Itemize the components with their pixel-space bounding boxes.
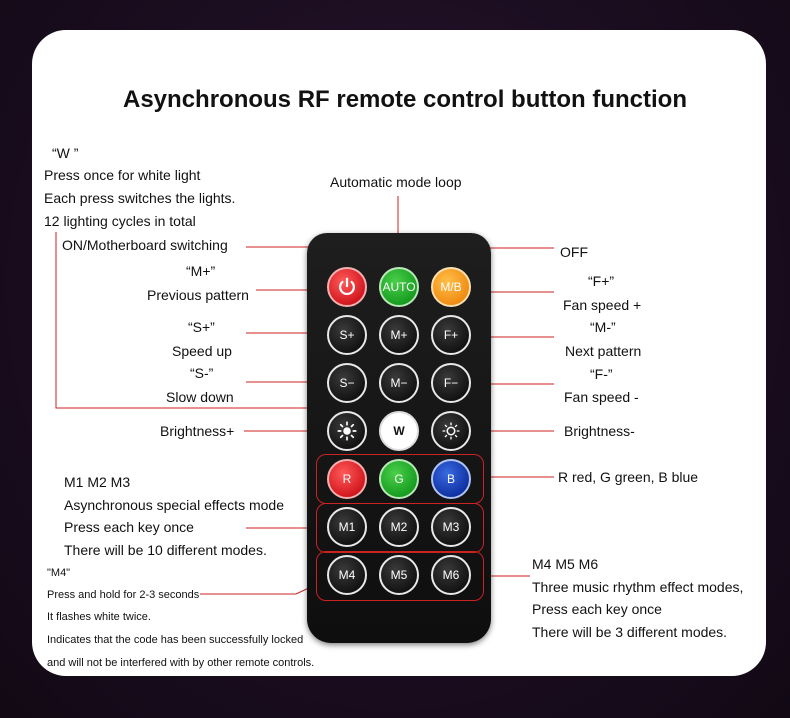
m1-button[interactable]: M1: [327, 507, 367, 547]
label-brightness-minus: Brightness-: [564, 423, 635, 439]
label-m456-title: M4 M5 M6: [532, 556, 599, 572]
label-w-title: “W ”: [52, 145, 79, 161]
m2-button[interactable]: M2: [379, 507, 419, 547]
f-minus-button[interactable]: F−: [431, 363, 471, 403]
r-button[interactable]: R: [327, 459, 367, 499]
label-m-plus-title: “M+”: [186, 263, 216, 279]
label-m123-line1: Asynchronous special effects mode: [64, 497, 284, 513]
page-title: Asynchronous RF remote control button fu…: [123, 86, 687, 113]
label-rgb: R red, G green, B blue: [558, 469, 699, 485]
m3-button[interactable]: M3: [431, 507, 471, 547]
label-m123-title: M1 M2 M3: [64, 474, 131, 490]
label-m456-line1: Three music rhythm effect modes,: [532, 579, 744, 595]
g-button[interactable]: G: [379, 459, 419, 499]
m123-group-frame: [316, 503, 484, 553]
power-button[interactable]: [327, 267, 367, 307]
sun-dim-icon: [442, 422, 460, 440]
label-m123-line2: Press each key once: [64, 519, 194, 535]
label-w-line3: 12 lighting cycles in total: [44, 213, 196, 229]
m4-button[interactable]: M4: [327, 555, 367, 595]
b-button[interactable]: B: [431, 459, 471, 499]
label-s-plus-title: “S+”: [188, 319, 215, 335]
label-brightness-plus: Brightness+: [160, 423, 235, 439]
label-m123-line3: There will be 10 different modes.: [64, 542, 267, 558]
label-f-minus-title: “F-”: [590, 366, 613, 382]
m5-button[interactable]: M5: [379, 555, 419, 595]
brightness-minus-button[interactable]: [431, 411, 471, 451]
label-f-plus-desc: Fan speed +: [563, 297, 642, 313]
label-auto: Automatic mode loop: [330, 174, 462, 190]
label-m-minus-desc: Next pattern: [565, 343, 642, 359]
label-on-mb: ON/Motherboard switching: [62, 237, 228, 253]
label-m456-line2: Press each key once: [532, 601, 662, 617]
label-s-minus-desc: Slow down: [166, 389, 234, 405]
label-m-plus-desc: Previous pattern: [147, 287, 249, 303]
label-s-minus-title: “S-”: [190, 365, 214, 381]
label-w-line1: Press once for white light: [44, 167, 201, 183]
label-m456-line3: There will be 3 different modes.: [532, 624, 728, 640]
m456-group-frame: [316, 551, 484, 601]
label-f-plus-title: “F+”: [588, 273, 615, 289]
label-m4-line4: and will not be interfered with by other…: [47, 657, 315, 669]
label-m4-title: "M4": [47, 567, 71, 579]
s-minus-button[interactable]: S−: [327, 363, 367, 403]
power-icon: [339, 277, 355, 296]
m-plus-button[interactable]: M+: [379, 315, 419, 355]
label-m4-line2: It flashes white twice.: [47, 611, 151, 623]
mb-button[interactable]: M/B: [431, 267, 471, 307]
label-m-minus-title: “M-”: [590, 319, 616, 335]
label-f-minus-desc: Fan speed -: [564, 389, 639, 405]
m-minus-button[interactable]: M−: [379, 363, 419, 403]
label-m4-line3: Indicates that the code has been success…: [47, 634, 304, 646]
m6-button[interactable]: M6: [431, 555, 471, 595]
sun-bright-icon: [337, 421, 357, 441]
label-w-line2: Each press switches the lights.: [44, 190, 236, 206]
brightness-plus-button[interactable]: [327, 411, 367, 451]
s-plus-button[interactable]: S+: [327, 315, 367, 355]
w-button[interactable]: W: [379, 411, 419, 451]
label-off: OFF: [560, 244, 588, 260]
label-m4-line1: Press and hold for 2-3 seconds: [47, 589, 200, 601]
label-s-plus-desc: Speed up: [172, 343, 232, 359]
auto-button[interactable]: AUTO: [379, 267, 419, 307]
f-plus-button[interactable]: F+: [431, 315, 471, 355]
